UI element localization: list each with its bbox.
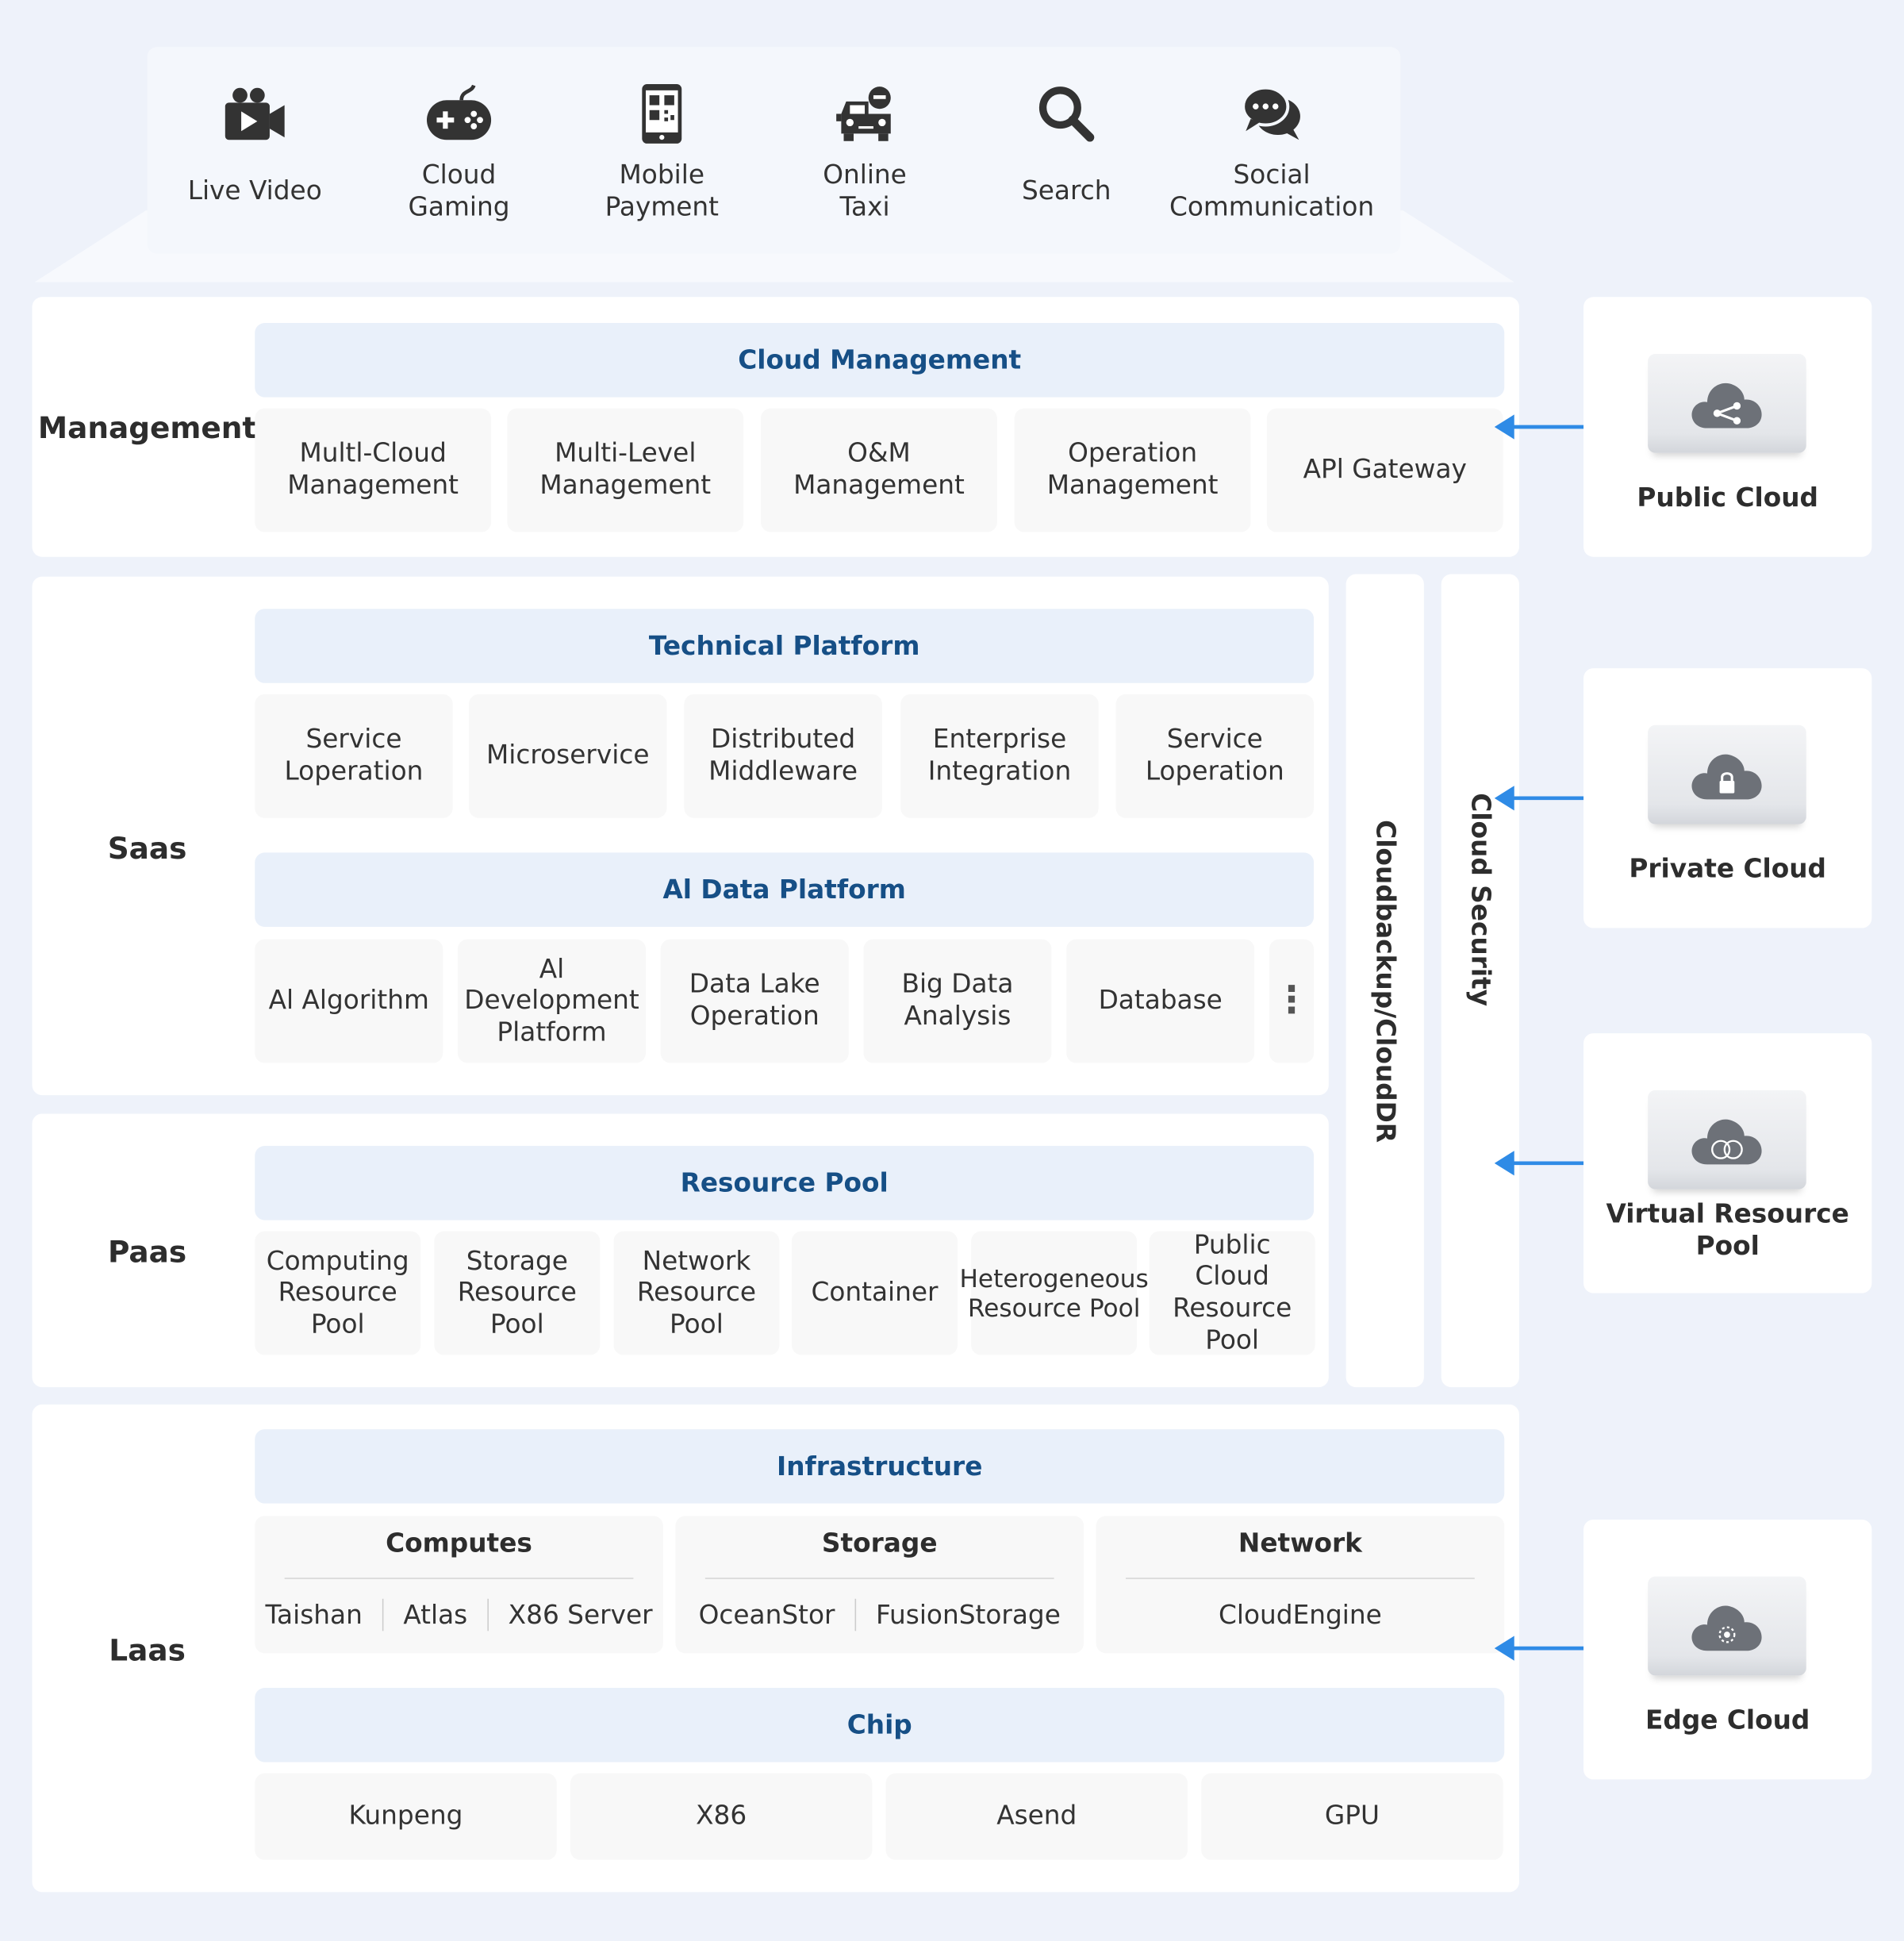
divider: [382, 1598, 384, 1632]
virtual-resource-pool-card: Virtual Resource Pool: [1583, 1033, 1872, 1293]
management-label: Management: [37, 410, 257, 446]
chip-item: Asend: [885, 1773, 1188, 1860]
app-label: Mobile Payment: [605, 160, 719, 222]
cloud-rings-icon: [1648, 1090, 1806, 1190]
app-mobile-payment: Mobile Payment: [569, 79, 754, 240]
app-search: Search: [973, 79, 1159, 240]
divider: [854, 1598, 857, 1632]
infrastructure-header: Infrastructure: [255, 1429, 1505, 1504]
compute-item: Taishan: [265, 1600, 363, 1630]
saas-label: Saas: [107, 831, 187, 867]
application-banner: [147, 47, 1401, 254]
network-item: CloudEngine: [1219, 1600, 1382, 1630]
divider: [284, 1578, 634, 1579]
app-label: Search: [1021, 175, 1111, 206]
cloud-name: Edge Cloud: [1645, 1705, 1810, 1735]
cloud-backup-bar: Cloudbackup/CloudDR: [1345, 574, 1424, 1388]
ai-data-platform-item: Al Development Platform: [457, 939, 647, 1063]
technical-platform-item: Enterprise Integration: [900, 694, 1099, 818]
management-item: Multi-Level Management: [507, 408, 744, 532]
chip-item: X86: [570, 1773, 873, 1860]
network-title: Network: [1238, 1528, 1362, 1559]
cloud-lock-icon: [1648, 725, 1806, 824]
resource-pool-header: Resource Pool: [255, 1146, 1315, 1220]
app-label: Online Taxi: [823, 160, 907, 222]
ai-data-platform-item: Data Lake Operation: [660, 939, 849, 1063]
private-cloud-card: Private Cloud: [1583, 668, 1872, 928]
divider: [487, 1598, 489, 1632]
ai-data-platform-item: Database: [1066, 939, 1255, 1063]
computes-title: Computes: [386, 1528, 532, 1559]
storage-title: Storage: [821, 1528, 938, 1559]
app-online-taxi: Online Taxi: [772, 79, 958, 240]
resource-pool-item: Network Resource Pool: [613, 1231, 780, 1355]
computes-group: Computes Taishan Atlas X86 Server: [255, 1516, 663, 1654]
app-label: Social Communication: [1169, 160, 1375, 222]
resource-pool-item: Heterogeneous Resource Pool: [959, 1231, 1149, 1355]
cloud-name: Private Cloud: [1629, 853, 1826, 884]
chip-item: Kunpeng: [255, 1773, 557, 1860]
technical-platform-item: Service Loperation: [1115, 694, 1315, 818]
cloud-security-bar: Cloud Security: [1441, 574, 1519, 1388]
divider: [704, 1578, 1054, 1579]
app-live-video: Live Video: [162, 79, 347, 240]
mobile-qr-icon: [624, 79, 699, 148]
technical-platform-item: Microservice: [469, 694, 667, 818]
cloud-share-icon: [1648, 353, 1806, 453]
chip-header: Chip: [255, 1688, 1505, 1762]
storage-group: Storage OceanStor FusionStorage: [675, 1516, 1084, 1654]
cloud-name: Virtual Resource Pool: [1606, 1199, 1849, 1261]
laas-label: Laas: [109, 1633, 186, 1669]
taxi-icon: [827, 79, 902, 148]
management-item: Operation Management: [1014, 408, 1251, 532]
technical-platform-item: Distributed Middleware: [684, 694, 882, 818]
paas-label: Paas: [107, 1235, 187, 1270]
video-camera-icon: [217, 79, 292, 148]
network-group: Network CloudEngine: [1096, 1516, 1505, 1654]
resource-pool-item: Computing Resource Pool: [255, 1231, 421, 1355]
gamepad-icon: [422, 79, 497, 148]
compute-item: Atlas: [403, 1600, 468, 1630]
compute-item: X86 Server: [508, 1600, 653, 1630]
resource-pool-item: Storage Resource Pool: [434, 1231, 601, 1355]
resource-pool-item: Public Cloud Resource Pool: [1149, 1230, 1315, 1355]
edge-cloud-card: Edge Cloud: [1583, 1519, 1872, 1780]
chip-item: GPU: [1201, 1773, 1503, 1860]
cloud-backup-label: Cloudbackup/CloudDR: [1370, 819, 1400, 1143]
management-item: Multl-Cloud Management: [255, 408, 492, 532]
cloud-gear-icon: [1648, 1576, 1806, 1676]
app-label: Cloud Gaming: [408, 160, 510, 222]
storage-item: FusionStorage: [875, 1600, 1061, 1630]
ai-data-platform-item: Big Data Analysis: [863, 939, 1052, 1063]
app-label: Live Video: [187, 175, 322, 206]
more-items-button[interactable]: ⋮: [1269, 939, 1315, 1063]
resource-pool-item: Container: [792, 1231, 958, 1355]
ai-data-platform-item: Al Algorithm: [255, 939, 443, 1063]
public-cloud-card: Public Cloud: [1583, 297, 1872, 557]
ai-data-platform-header: Al Data Platform: [255, 852, 1315, 927]
technical-platform-item: Service Loperation: [255, 694, 453, 818]
cloud-management-header: Cloud Management: [255, 323, 1505, 398]
management-item: APl Gateway: [1266, 408, 1503, 532]
chat-bubbles-icon: [1234, 79, 1309, 148]
search-icon: [1029, 79, 1104, 148]
storage-item: OceanStor: [698, 1600, 835, 1630]
cloud-security-label: Cloud Security: [1465, 792, 1495, 1006]
app-cloud-gaming: Cloud Gaming: [367, 79, 552, 240]
management-item: O&M Management: [761, 408, 997, 532]
app-social-communication: Social Communication: [1167, 79, 1377, 240]
technical-platform-header: Technical Platform: [255, 609, 1315, 683]
cloud-name: Public Cloud: [1637, 482, 1818, 513]
divider: [1126, 1578, 1475, 1579]
